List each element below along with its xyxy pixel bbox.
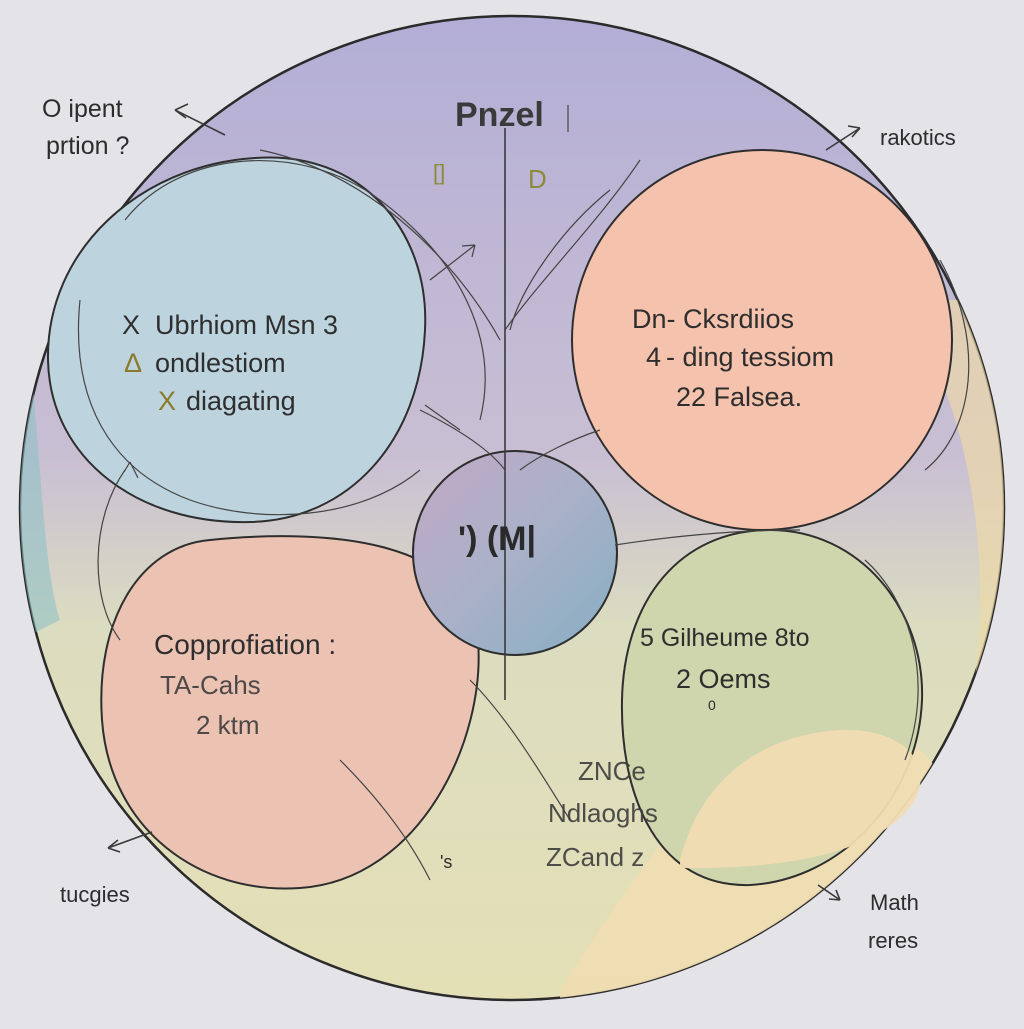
corner-label-bottom-right-2: reres: [868, 928, 918, 953]
arrow-top-right: [825, 125, 861, 151]
pink-line-1: Copprofiation :: [154, 629, 336, 660]
arrow-inner-3: [123, 461, 139, 479]
green-cream-overlap: [680, 729, 921, 869]
arrow-inner-1: [429, 244, 476, 281]
blue-bubble: [46, 156, 427, 524]
connector-left-loop: [97, 469, 126, 641]
corner-label-bottom-right-1: Math: [870, 890, 919, 915]
blue-marker-3: X: [158, 386, 176, 416]
blue-bubble-outline-loop: [124, 160, 486, 421]
pink-line-3: 2 ktm: [196, 710, 260, 740]
connector-center-right: [614, 529, 801, 546]
green-line-1: 5 Gilheume 8to: [640, 624, 810, 652]
arrow-inner-2: [424, 404, 461, 431]
blue-marker-1: X: [122, 310, 140, 340]
corner-label-top-right: rakotics: [880, 125, 956, 150]
orange-line-2: - ding tessiom: [666, 342, 834, 372]
connector-mid-right: [519, 429, 601, 471]
bottom-line-1: ZNCe: [578, 756, 646, 786]
bottom-line-3: ZCand z: [546, 842, 644, 872]
corner-label-bottom-left: tucgies: [60, 882, 130, 907]
arrow-bottom-left: [107, 831, 153, 853]
orange-line-1: Dn- Cksrdiios: [632, 304, 794, 334]
arrow-top-left: [174, 103, 226, 136]
green-bubble-right-arc: [864, 559, 919, 761]
corner-label-top-left-2: prtion ?: [46, 132, 129, 160]
orange-bubble-left-arc: [509, 189, 611, 331]
orange-marker-2: 4: [646, 342, 661, 372]
blue-bubble-lower-loop: [77, 299, 421, 516]
orange-line-3: 22 Falsea.: [676, 382, 802, 412]
pink-line-2: TA-Cahs: [160, 670, 261, 700]
center-circle: [412, 450, 618, 656]
arrow-bottom-right: [817, 884, 841, 901]
title-mark-right: D: [528, 164, 547, 194]
title-mark-left: []: [433, 160, 445, 185]
outer-right-wash: [900, 300, 1004, 760]
connector-mid-left: [419, 409, 506, 471]
green-line-3: 0: [708, 697, 716, 713]
corner-label-top-left-1: O ipent: [42, 95, 123, 123]
bottom-mark: 's: [440, 852, 452, 872]
blue-line-2: ondlestiom: [155, 348, 286, 378]
blue-line-3: diagating: [186, 386, 296, 416]
bottom-line-2: Ndlaoghs: [548, 798, 658, 828]
orange-bubble-arc: [924, 259, 970, 471]
center-label: ') (M|: [458, 520, 536, 558]
green-line-2: 2 Oems: [676, 664, 771, 694]
diagram-title: Pnzel: [455, 96, 544, 134]
blue-line-1: Ubrhiom Msn 3: [155, 310, 338, 340]
connector-center-down: [469, 679, 571, 821]
blue-marker-2: Δ: [124, 348, 142, 378]
orange-bubble: [571, 149, 953, 531]
connector-upper-right: [504, 159, 641, 331]
connector-pink-down: [339, 759, 431, 881]
connector-upper-left: [259, 149, 501, 341]
